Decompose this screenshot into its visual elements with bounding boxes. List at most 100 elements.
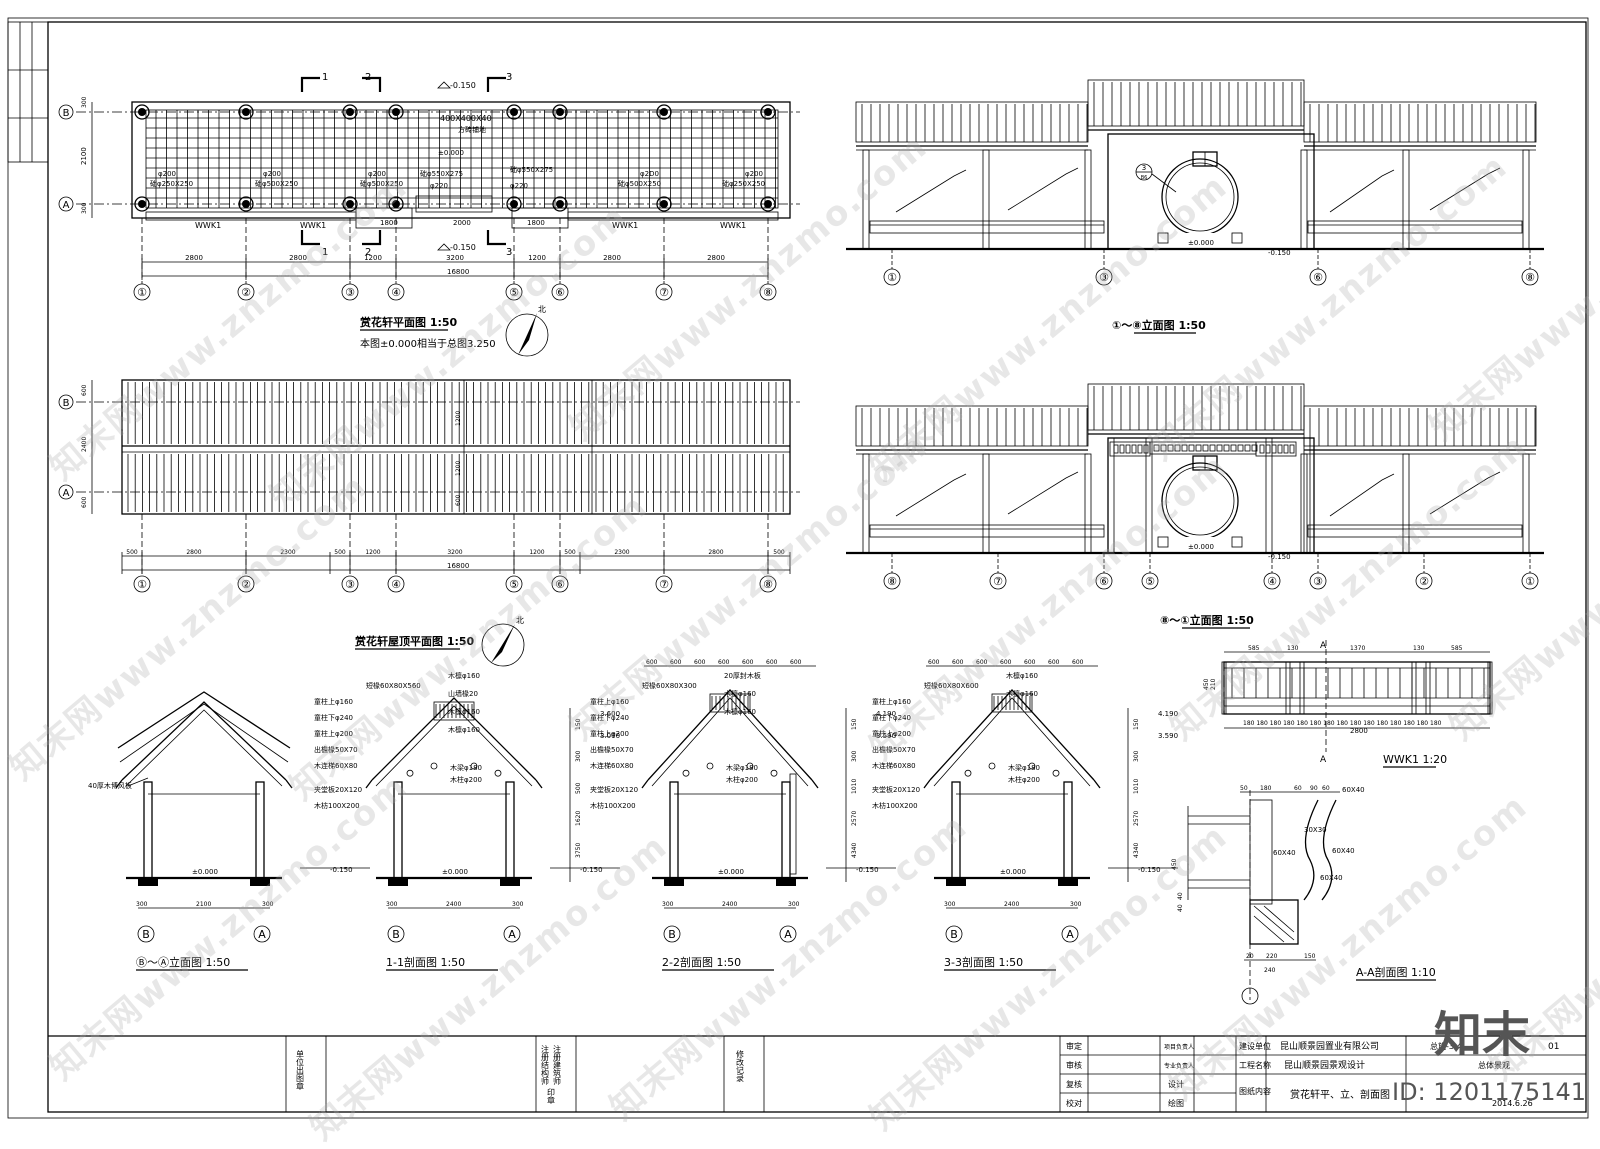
dim-text: 600 [742, 659, 754, 666]
dim-text: 60 [1294, 785, 1302, 792]
aa-title: A-A剖面图 1:10 [1356, 965, 1436, 979]
plan-note: 本图±0.000相当于总图3.250 [360, 337, 496, 350]
dim-text: 2300 [614, 549, 629, 556]
axis-label: A [258, 928, 266, 941]
sheet-no: 01 [1548, 1042, 1559, 1052]
elevation-title: ⑧～①立面图 1:50 [1160, 613, 1254, 627]
role-label: 专业负责人 [1164, 1062, 1194, 1070]
column [1522, 453, 1530, 554]
cut-label: 2 [365, 247, 371, 258]
axis-bubble [759, 283, 777, 301]
column [388, 196, 404, 212]
section-title: 2-2剖面图 1:50 [662, 955, 741, 969]
dim-text: 3200 [446, 254, 464, 262]
role-label: 项目负责人 [1164, 1043, 1194, 1051]
column [656, 196, 672, 212]
member-label: 童柱下φ240 [590, 713, 629, 722]
dim-total: 2800 [1350, 727, 1368, 735]
section-title: Ⓑ～Ⓐ立面图 1:50 [136, 955, 230, 969]
revision-label: 修改记录 [736, 1049, 745, 1082]
axis-label: ④ [391, 578, 401, 591]
axis-bubble [505, 283, 523, 301]
axis-bubble [1521, 572, 1539, 590]
column [506, 196, 522, 212]
detail-label: B6 [1141, 175, 1148, 181]
axis-bubble [137, 925, 155, 943]
image-id: ID: 1201175141 [1392, 1078, 1586, 1106]
dim-text: 300 [1070, 901, 1082, 908]
member-label: 山墙椽20 [448, 689, 478, 698]
axis-bubble [989, 572, 1007, 590]
dim-text: 2300 [280, 549, 295, 556]
column [1084, 149, 1092, 250]
axis-label: ① [137, 286, 147, 299]
axis-label: ⑤ [509, 578, 519, 591]
dim-text: 220 [1266, 953, 1278, 960]
dim-text: 1200 [529, 549, 544, 556]
dim-text: 60 [1322, 785, 1330, 792]
dim-text: 500 [334, 549, 346, 556]
member-label: 木连梯60X80 [314, 761, 358, 770]
member-label: 木柱φ200 [450, 775, 482, 784]
axis-label: ⑦ [993, 575, 1003, 588]
axis-bubble [387, 925, 405, 943]
axis-label: ③ [1313, 575, 1323, 588]
client-name: 昆山顺景园置业有限公司 [1280, 1040, 1379, 1052]
elevation-mark: ±0.000 [1188, 543, 1214, 551]
dim-text: 300 [788, 901, 800, 908]
post [1063, 781, 1073, 879]
member-label: 童柱下φ240 [314, 713, 353, 722]
column-label: φ2D0 [640, 170, 659, 178]
elevation-mark: ±0.000 [1000, 868, 1026, 876]
post [143, 781, 153, 879]
column-label: φ200 [263, 170, 281, 178]
elevation-mark: -0.150 [450, 81, 476, 90]
member-label: 木柱φ200 [1008, 775, 1040, 784]
dim-text: 2800 [289, 254, 307, 262]
row-label: A [63, 200, 70, 211]
axis-label: ② [1419, 575, 1429, 588]
drawing-no: 总施-3-4 [1430, 1041, 1462, 1051]
dim-text: 50 [1240, 785, 1248, 792]
grid-note: 400X400X40 [440, 114, 492, 123]
north-arrow [481, 623, 525, 667]
member-label: 30X30 [1304, 826, 1327, 834]
column [982, 453, 990, 554]
section-title: 3-3剖面图 1:50 [944, 955, 1023, 969]
row-bubble [58, 484, 74, 500]
plan-title: 赏花轩平面图 1:50 [360, 315, 458, 329]
dim-text: 500 [575, 782, 582, 794]
member-label: 60X40 [1273, 849, 1296, 857]
column [552, 196, 568, 212]
dim-text: 2100 [196, 901, 211, 908]
railing [1307, 524, 1523, 538]
railing [869, 220, 1105, 234]
role-label: 设计 [1168, 1079, 1184, 1089]
dim-total: 16800 [447, 562, 469, 570]
member-label: 童柱上φ160 [872, 697, 911, 706]
axis-bubble [387, 575, 405, 593]
column-core [556, 200, 564, 208]
elevation-mark: -0.150 [1138, 866, 1161, 874]
dim-text: 2570 [851, 811, 858, 826]
member-label: 60X40 [1332, 847, 1355, 855]
dim-text: 1200 [528, 254, 546, 262]
member-label: 40厚木博风板 [88, 781, 132, 790]
elevation-mark: -0.150 [1268, 553, 1291, 561]
dim-text: 2800 [708, 549, 723, 556]
field-label: 工程名称 [1239, 1060, 1271, 1070]
member-label: 童柱上φ200 [872, 729, 911, 738]
column-core [242, 108, 250, 116]
cut-label: 3 [506, 72, 512, 83]
axis-bubble [387, 283, 405, 301]
member-label: 短椽60X80X600 [924, 681, 979, 690]
member-label: 木檩φ160 [448, 707, 480, 716]
dim-text: 150 [851, 718, 858, 730]
post [669, 781, 679, 879]
floor-plan: WWK1 WWK1 WWK1 WWK1 1800 2000 1800 φ200 … [58, 72, 800, 357]
member-label: 木连梯60X80 [590, 761, 634, 770]
column [760, 104, 776, 120]
field-label: 建设单位 [1239, 1041, 1271, 1051]
